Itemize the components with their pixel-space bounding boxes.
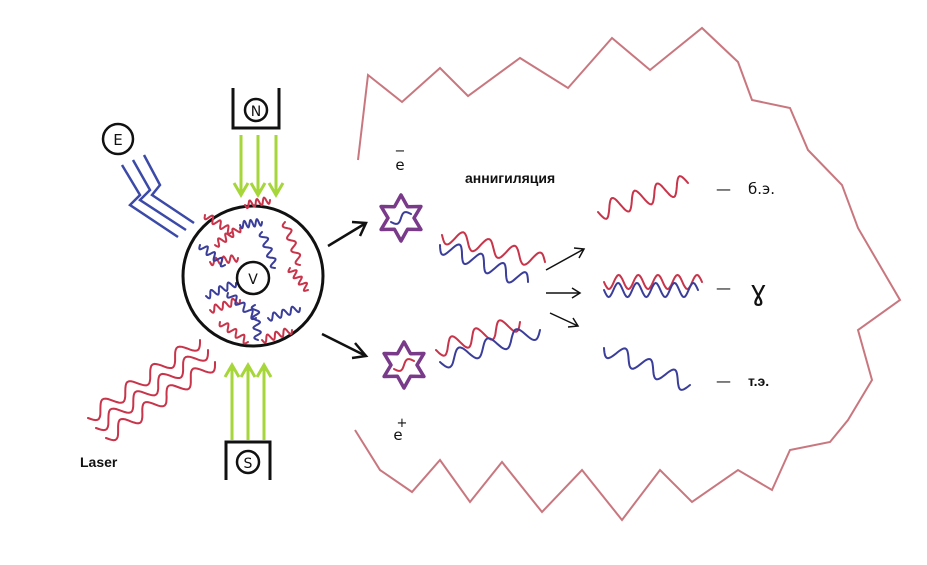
vacuum-core-icon [235, 260, 271, 296]
annihilation-zone-boundary [354, 26, 902, 522]
electron-charge: − [395, 144, 406, 159]
product-dash: — [716, 279, 731, 297]
electric-field-lines [120, 154, 195, 239]
chamber-wave [198, 244, 226, 268]
chamber-wave [214, 227, 242, 248]
positron-star-icon [382, 340, 426, 390]
laser-wave [105, 361, 216, 442]
product-wave-gamma [603, 273, 703, 291]
electric-field-source-icon [101, 122, 135, 156]
positron-charge: + [397, 416, 408, 431]
magnetic-field-arrows [223, 135, 285, 440]
chamber-waves [198, 196, 309, 345]
emission-arrows [321, 220, 369, 360]
annihilation-title: аннигиляция [465, 170, 555, 186]
chamber-wave [218, 321, 249, 345]
laser-wave [87, 339, 201, 422]
chamber-wave [261, 327, 293, 344]
product-label-gamma: ɣ [750, 274, 767, 307]
chamber-wave [287, 267, 309, 292]
product-wave-gamma [603, 281, 699, 299]
product-dash: — [716, 180, 731, 198]
photon-wave [441, 231, 546, 266]
wave-group [87, 175, 703, 442]
laser-wave [95, 349, 209, 432]
chamber-wave [239, 218, 263, 230]
photon-wave [439, 243, 529, 284]
product-wave-te [603, 347, 691, 391]
particle-inner-wave [390, 211, 412, 225]
electric-field-label: E [113, 131, 122, 149]
chamber-wave [281, 221, 302, 266]
positron-symbol: e [393, 426, 402, 444]
photon-wave [435, 319, 521, 357]
magnet-south-label: S [244, 456, 253, 472]
product-wave-be [597, 175, 689, 220]
magnet-south: S [224, 440, 272, 480]
chamber-wave [226, 292, 257, 321]
particle-inner-wave [393, 358, 415, 372]
product-label-te: т.э. [748, 373, 769, 389]
vacuum-label: V [248, 272, 258, 288]
chamber-wave [250, 304, 262, 341]
chamber-wave [209, 297, 241, 314]
product-label-be: б.э. [748, 180, 775, 198]
product-dash: — [716, 372, 731, 390]
magnet-north-label: N [251, 104, 261, 120]
magnet-north: N [231, 88, 281, 130]
chamber-wave [203, 214, 233, 235]
laser-label: Laser [80, 454, 118, 470]
photon-wave [439, 328, 541, 369]
chamber-wave [244, 196, 271, 210]
electron-star-icon [379, 193, 423, 243]
chamber-wave [205, 281, 237, 300]
electron-symbol: e [395, 156, 404, 174]
chamber-wave [258, 231, 277, 269]
product-arrows [545, 247, 586, 328]
chamber-wave [267, 305, 301, 322]
